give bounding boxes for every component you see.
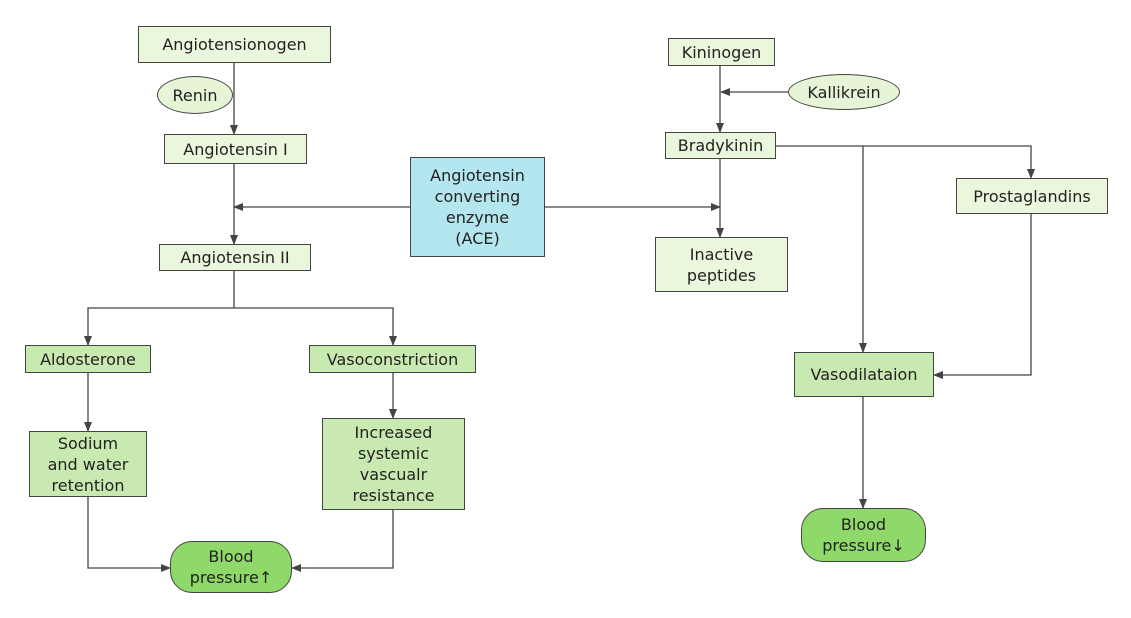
node-kallikrein-label: Kallikrein [807, 82, 881, 102]
node-sodium-water-label: Sodium and water retention [47, 433, 129, 495]
node-renin: Renin [157, 76, 233, 114]
node-bradykinin: Bradykinin [665, 132, 776, 159]
node-increased-svr-label: Increased systemic vascualr resistance [352, 423, 435, 505]
edge-split-vasoconstriction [234, 307, 397, 346]
edge-split-aldosterone [84, 307, 234, 346]
node-ace-label: Angiotensin converting enzyme (ACE) [430, 166, 525, 248]
node-aldosterone: Aldosterone [25, 345, 151, 373]
node-bp-up-label: Blood pressure↑ [189, 547, 273, 587]
node-vasoconstriction-label: Vasoconstriction [326, 349, 459, 369]
node-aldosterone-label: Aldosterone [40, 349, 136, 369]
node-ace: Angiotensin converting enzyme (ACE) [410, 157, 545, 257]
node-renin-label: Renin [172, 85, 218, 105]
node-kallikrein: Kallikrein [788, 74, 900, 110]
node-prostaglandins: Prostaglandins [956, 178, 1108, 214]
node-sodium-water: Sodium and water retention [29, 431, 147, 497]
node-angiotensin-2: Angiotensin II [159, 244, 311, 271]
node-angiotensionogen: Angiotensionogen [138, 26, 331, 63]
edge-svr-bp-up [291, 510, 394, 572]
node-vasodilataion-label: Vasodilataion [810, 365, 918, 384]
node-increased-svr: Increased systemic vascualr resistance [322, 418, 465, 510]
node-inactive-peptides: Inactive peptides [655, 237, 788, 292]
edge-prostaglandins-vasodilataion [933, 214, 1032, 379]
node-inactive-peptides-label: Inactive peptides [686, 244, 757, 285]
node-bp-down-label: Blood pressure↓ [822, 515, 905, 555]
edge-bradykinin-prostaglandins [776, 145, 1035, 179]
node-bradykinin-label: Bradykinin [677, 136, 764, 155]
node-kininogen-label: Kininogen [681, 42, 762, 62]
node-angiotensin-2-label: Angiotensin II [180, 248, 290, 267]
node-kininogen: Kininogen [668, 38, 775, 66]
node-angiotensionogen-label: Angiotensionogen [162, 35, 307, 54]
node-angiotensin-1-label: Angiotensin I [183, 139, 288, 159]
node-prostaglandins-label: Prostaglandins [973, 186, 1091, 206]
node-bp-up: Blood pressure↑ [170, 541, 292, 593]
node-vasodilataion: Vasodilataion [794, 352, 934, 397]
edge-sodium-bp-up [87, 497, 171, 572]
node-bp-down: Blood pressure↓ [801, 508, 926, 562]
node-vasoconstriction: Vasoconstriction [309, 345, 476, 373]
node-angiotensin-1: Angiotensin I [164, 134, 307, 164]
